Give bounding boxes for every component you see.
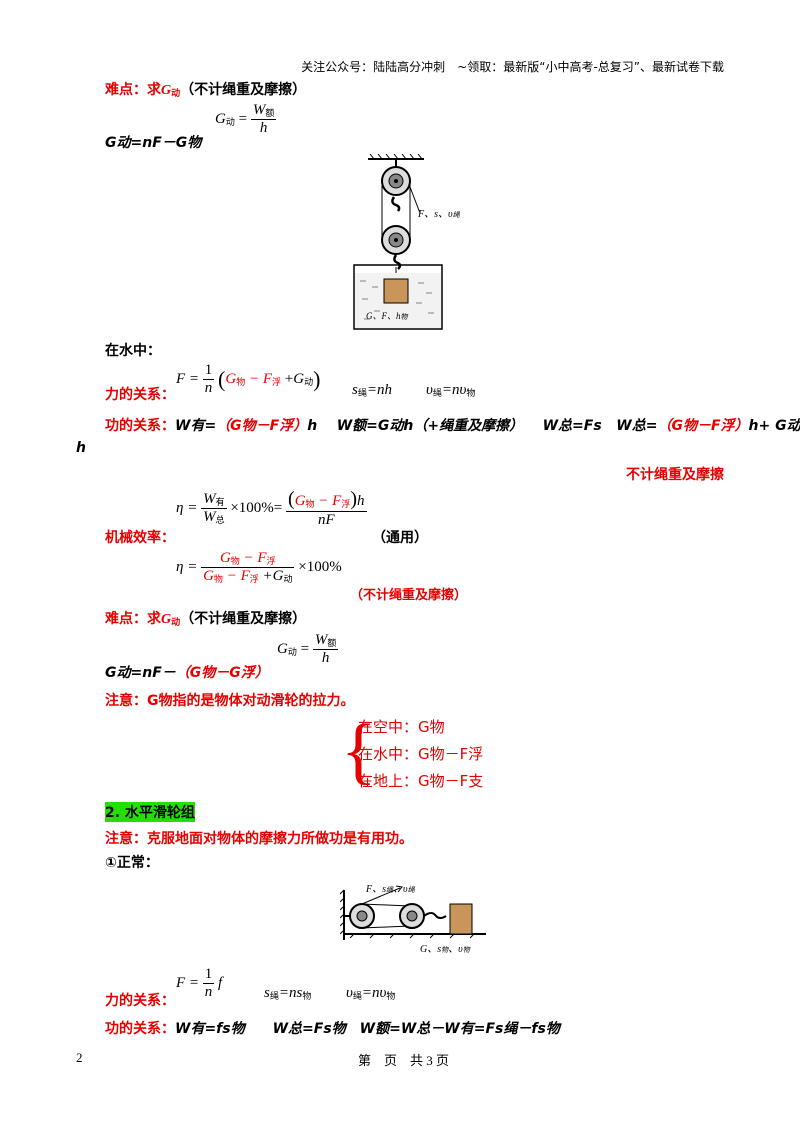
force-relation-label: 力的关系： xyxy=(105,387,175,403)
figure1-label-bottom: G、F、h物 xyxy=(366,311,408,321)
section-horizontal-pulley: 2. 水平滑轮组 xyxy=(105,802,195,822)
g-dong-formula: G动=nF－G物 xyxy=(105,135,202,151)
figure1-label-top: F、s、υ绳 xyxy=(418,209,460,220)
horizontal-pulley-figure xyxy=(340,885,486,940)
in-water-heading: 在水中： xyxy=(105,343,161,359)
difficulty-heading: 难点：求G动（不计绳重及摩擦） xyxy=(105,82,307,98)
notice-friction-useful: 注意：克服地面对物体的摩擦力所做功是有用功。 xyxy=(105,831,413,847)
force-relation-label-2: 力的关系： xyxy=(105,993,175,1009)
v-relation-horizontal: υ绳=nυ物 xyxy=(346,985,396,1001)
figure2-label-top: F、s绳、υ绳 xyxy=(366,884,415,895)
page-number: 2 xyxy=(76,1050,83,1065)
g-dong-formula-2: G动=nF－（G物－G浮） xyxy=(105,665,269,681)
pulley-water-figure xyxy=(353,153,443,330)
header-text: 关注公众号：陆陆高分冲刺 ~领取：最新版“小中高考-总复习”、最新试卷下载 xyxy=(301,60,724,74)
page-count: 第 页 共 3 页 xyxy=(358,1053,450,1068)
notice-g-wu: 注意：G物指的是物体对动滑轮的拉力。 xyxy=(105,693,355,709)
cases-brace: { xyxy=(341,710,377,792)
case-water: 在水中：G物－F浮 xyxy=(358,745,484,763)
difficulty-heading-2: 难点：求G动（不计绳重及摩擦） xyxy=(105,611,307,627)
s-relation-horizontal: s绳=ns物 xyxy=(264,985,312,1001)
efficiency-frictionless-note: （不计绳重及摩擦） xyxy=(350,588,468,603)
efficiency-general-note: （通用） xyxy=(372,530,428,546)
v-relation-water: υ绳=nυ物 xyxy=(426,382,476,398)
work-relation-water: 功的关系：W有=（G物－F浮）h W额=G动h（+绳重及摩擦） W总=Fs W总… xyxy=(105,418,800,434)
normal-case-label: ①正常： xyxy=(105,855,159,871)
case-ground: 在地上：G物－F支 xyxy=(358,772,484,790)
work-relation-wrap: h xyxy=(76,440,86,456)
case-air: 在空中：G物 xyxy=(358,718,445,736)
cases-list: 在空中：G物 在水中：G物－F浮 在地上：G物－F支 xyxy=(358,714,483,795)
efficiency-label: 机械效率： xyxy=(105,530,175,546)
work-relation-horizontal: 功的关系：W有=fs物 W总=Fs物 W额=W总－W有=Fs绳－fs物 xyxy=(105,1021,560,1037)
figure2-label-bottom: G、s物、υ物 xyxy=(420,944,470,955)
note-no-friction: 不计绳重及摩擦 xyxy=(626,467,724,483)
s-relation-water: s绳=nh xyxy=(352,382,392,398)
